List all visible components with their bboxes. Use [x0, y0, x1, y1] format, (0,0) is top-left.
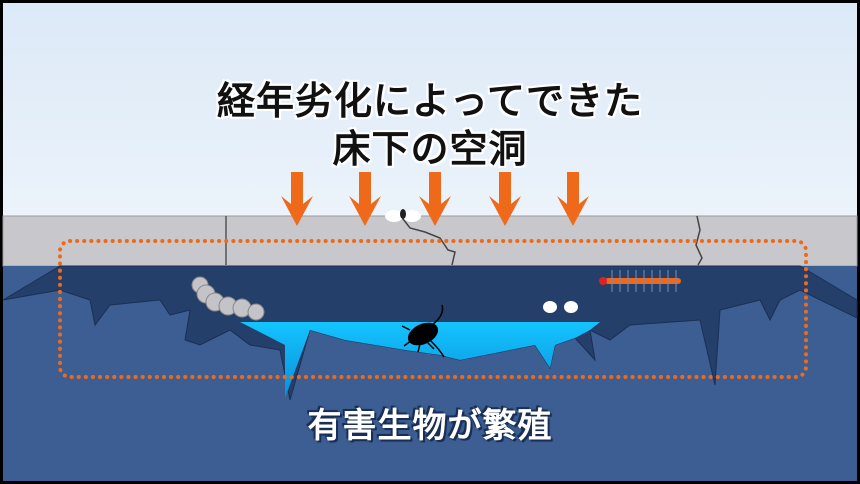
arrows [281, 172, 589, 226]
down-arrow-icon [349, 172, 381, 226]
caption: 有害生物が繁殖 [307, 406, 553, 446]
slab-crack [695, 215, 703, 266]
title-line-2: 床下の空洞 [332, 127, 528, 171]
centipede-icon [599, 270, 681, 292]
cockroach-icon [401, 304, 445, 358]
down-arrow-icon [557, 172, 589, 226]
slab-crack [399, 214, 456, 266]
down-arrow-icon [281, 172, 313, 226]
down-arrow-icon [489, 172, 521, 226]
larva-icon [191, 276, 265, 321]
down-arrow-icon [419, 172, 451, 226]
title-line-1: 経年劣化によってできた [217, 79, 643, 123]
fly-icon [385, 209, 421, 222]
egg-icon [543, 301, 578, 313]
cavity-moist-area [240, 322, 600, 398]
dotted-highlight-frame [58, 239, 808, 379]
